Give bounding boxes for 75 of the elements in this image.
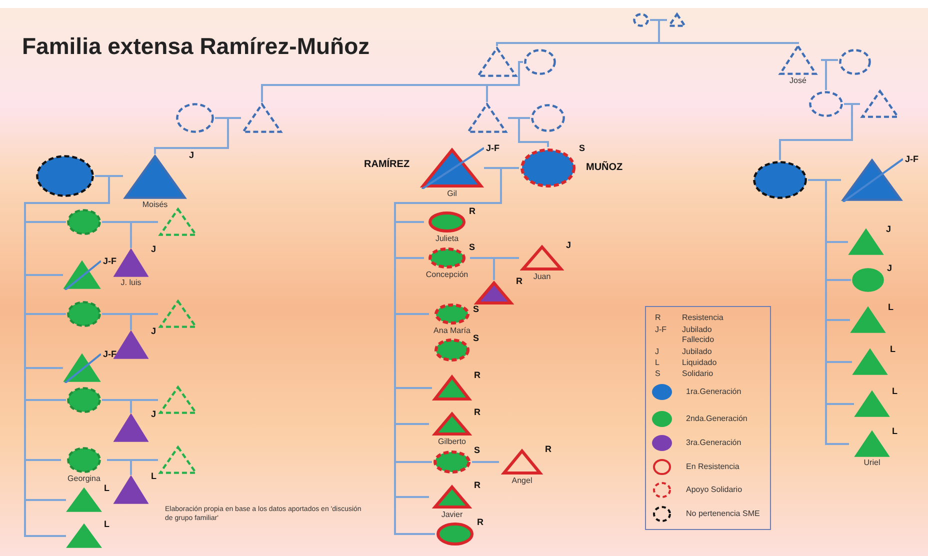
- legend-key-letter: J: [655, 347, 660, 357]
- descent-line: [102, 221, 132, 248]
- status-letter: J: [566, 240, 572, 250]
- status-letter: J-F: [103, 349, 116, 359]
- legend-text: 3ra.Generación: [686, 438, 742, 448]
- legend-text: Apoyo Solidario: [686, 485, 744, 495]
- person-name: Juan: [533, 272, 551, 282]
- status-letter: S: [579, 143, 586, 153]
- legend-key-text: Jubilado Fallecido: [682, 325, 716, 345]
- person-name: Concepción: [426, 270, 468, 280]
- status-letter: R: [474, 370, 480, 380]
- status-letter: J-F: [905, 154, 918, 164]
- status-letter: S: [473, 333, 480, 343]
- legend-text: No pertenencia SME: [686, 509, 761, 519]
- person-name: Javier: [441, 510, 463, 520]
- status-letter: R: [474, 407, 480, 417]
- legend-key-letter: L: [655, 358, 660, 368]
- descent-line: [779, 103, 853, 160]
- status-letter: R: [516, 276, 522, 286]
- diagram-title: Familia extensa Ramírez-Muñoz: [22, 33, 370, 60]
- status-letter: J: [151, 326, 156, 336]
- status-letter: L: [888, 302, 894, 312]
- legend-key-text: Resistencia: [682, 313, 724, 323]
- person-name: Uriel: [864, 458, 880, 468]
- status-letter: S: [469, 242, 476, 252]
- status-letter: R: [474, 480, 480, 490]
- person-name: José: [790, 76, 806, 86]
- legend-text: 1ra.Generación: [686, 387, 742, 397]
- descent-line: [821, 59, 827, 90]
- status-letter: L: [104, 483, 110, 493]
- person-name: Angel: [512, 476, 532, 486]
- status-letter: S: [473, 304, 480, 314]
- status-letter: R: [545, 444, 552, 454]
- descent-line: [107, 459, 132, 475]
- descent-line: [102, 313, 132, 330]
- couple-line: [472, 461, 499, 463]
- status-letter: L: [151, 471, 156, 481]
- status-letter: R: [477, 517, 484, 527]
- status-letter: J: [886, 224, 892, 234]
- person-name: J. luis: [120, 278, 142, 288]
- surname-label: MUÑOZ: [586, 163, 623, 173]
- status-letter: J-F: [103, 256, 116, 266]
- status-letter: J: [887, 263, 892, 273]
- descent-line: [486, 61, 520, 102]
- status-letter: J: [189, 150, 194, 160]
- descent-line: [808, 179, 849, 445]
- person-name: Ana María: [434, 326, 470, 336]
- legend-key-letter: J-F: [655, 325, 668, 335]
- person-name: Gilberto: [438, 437, 466, 447]
- legend-key-text: Liquidado: [682, 358, 718, 368]
- status-letter: J-F: [486, 143, 500, 153]
- couple-line: [518, 61, 523, 63]
- status-letter: J: [151, 409, 156, 419]
- status-letter: L: [892, 426, 898, 436]
- descent-line: [102, 399, 132, 413]
- legend-text: 2nda.Generación: [686, 414, 748, 424]
- descent-line: [154, 117, 229, 154]
- status-letter: S: [474, 445, 480, 455]
- legend-key-letter: S: [655, 369, 662, 379]
- legend-text: En Resistencia: [686, 462, 740, 472]
- person-name: Moisés: [142, 200, 168, 210]
- descent-line: [508, 117, 549, 147]
- status-letter: L: [104, 519, 110, 529]
- legend-key-text: Jubilado: [682, 347, 713, 357]
- status-letter: L: [890, 344, 896, 354]
- legend-key-text: Solidario: [682, 369, 714, 379]
- person-name: Georgina: [68, 474, 100, 484]
- status-letter: L: [892, 386, 898, 396]
- legend-key-letter: R: [655, 313, 662, 323]
- status-letter: J: [151, 244, 156, 254]
- person-name: Julieta: [435, 234, 459, 244]
- person-name: Gil: [447, 189, 457, 199]
- status-letter: R: [469, 206, 476, 216]
- descent-line: [470, 257, 495, 280]
- surname-label: RAMÍREZ: [364, 160, 410, 170]
